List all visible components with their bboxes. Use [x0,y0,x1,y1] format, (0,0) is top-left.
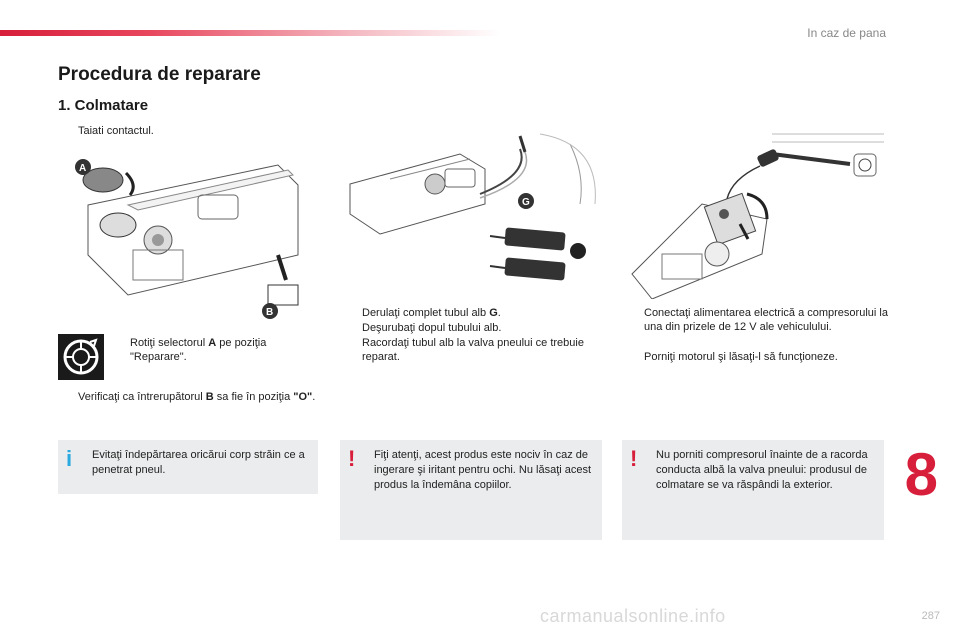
watermark: carmanualsonline.info [540,606,726,626]
label-b-marker [262,303,278,319]
label-g-marker [518,193,534,209]
step-unroll-tube: Derulaţi complet tubul alb G. [362,307,501,319]
chapter-number: 8 [904,441,938,508]
step-connect-tube: Racordaţi tubul alb la valva pneului ce … [362,337,584,363]
label-b: B [266,307,273,318]
page-title: Procedura de reparare [58,64,261,85]
power-socket-illustration [631,133,884,299]
label-a-marker [75,159,91,175]
step-start-engine: Porniţi motorul şi lăsaţi-l să funcţione… [644,351,838,363]
warning-icon: ! [348,446,356,471]
label-g: G [522,197,530,208]
page-number: 287 [921,610,940,622]
info-box: i Evitaţi îndepărtarea oricărui corp str… [58,440,318,494]
header-accent-bar [0,30,500,36]
compressor-selector-illustration: A B [75,159,299,319]
warning-box-compressor: ! Nu porniti compresorul înainte de a ra… [622,440,884,540]
step-unscrew-cap: Deşurubaţi dopul tubului alb. [362,322,502,334]
step-turn-selector: Rotiţi selectorul A pe poziţia "Reparare… [130,337,267,363]
step-check-switch: Verificaţi ca întrerupătorul B sa fie în… [78,391,316,403]
info-icon: i [66,446,73,471]
repair-selector-icon [58,334,104,380]
section-subtitle: 1. Colmatare [58,97,149,114]
white-tube-illustration: G [349,133,596,281]
warning-box-harmful: ! Fiţi atenţi, acest produs este nociv î… [340,440,602,540]
section-header: In caz de pana [807,26,886,40]
step-turn-off-ignition: Taiati contactul. [78,125,154,137]
step-connect-power: Conectaţi alimentarea electrică a compre… [644,307,888,333]
label-a: A [79,163,86,174]
warning-icon: ! [630,446,638,471]
